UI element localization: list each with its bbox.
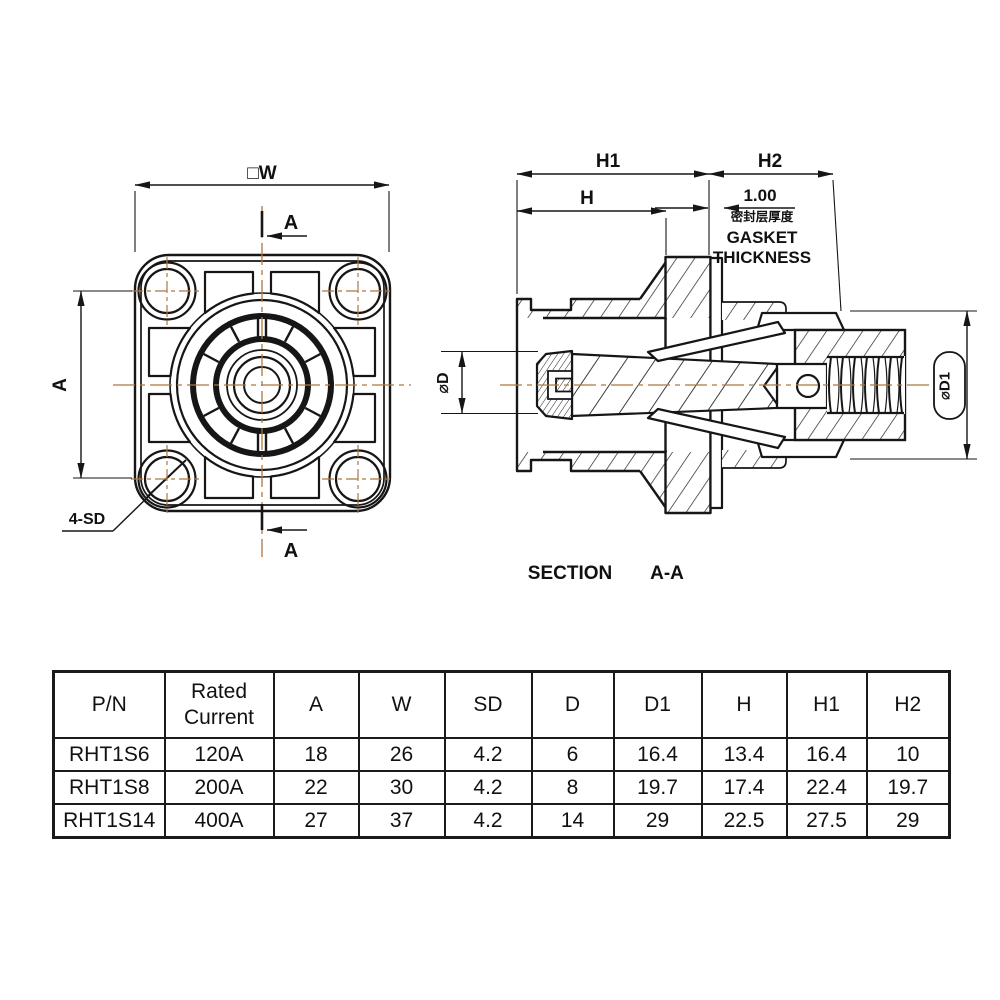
table-cell: 22.4	[785, 770, 868, 805]
table-cell: 37	[357, 803, 446, 839]
collet-finger-top	[646, 320, 787, 363]
table-cell: 6	[530, 737, 615, 772]
spoke-dividers	[203, 319, 321, 451]
table-cell: 8	[530, 770, 615, 805]
table-cell: 4.2	[443, 770, 533, 805]
table-cell: 16.4	[612, 737, 703, 772]
column-header: W	[357, 670, 446, 739]
table-cell: 4.2	[443, 737, 533, 772]
table-cell: 18	[272, 737, 360, 772]
socket-slot	[547, 370, 573, 400]
table-cell: 400A	[163, 803, 275, 839]
section-view	[500, 255, 948, 515]
table-cell: 19.7	[612, 770, 703, 805]
section-caption-ref: A-A	[650, 563, 684, 584]
column-header: D	[530, 670, 615, 739]
column-header: H2	[865, 670, 951, 739]
table-cell: 13.4	[700, 737, 788, 772]
table-cell: 17.4	[700, 770, 788, 805]
column-header: H	[700, 670, 788, 739]
section-view-dimensions: H1 H2 H 1.00 密封层厚度 GASKET THICKNESS ⌀D ⌀…	[435, 151, 977, 584]
dim-a-label: A	[50, 378, 71, 392]
dim-d1-label: ⌀D1	[937, 372, 954, 400]
dim-w-label: □W	[247, 163, 276, 184]
stud-tip	[762, 366, 779, 406]
cut-marker-bottom-label: A	[284, 540, 298, 562]
dim-h1-label: H1	[596, 151, 621, 172]
table-cell: 120A	[163, 737, 275, 772]
table-cell: 27.5	[785, 803, 868, 839]
table-cell: 22.5	[700, 803, 788, 839]
gasket-label-zh: 密封层厚度	[730, 209, 794, 224]
table-cell: 10	[865, 737, 951, 772]
column-header: D1	[612, 670, 703, 739]
column-header: H1	[785, 670, 868, 739]
dim-d1-balloon	[933, 351, 966, 420]
table-cell: 16.4	[785, 737, 868, 772]
section-caption-word: SECTION	[528, 563, 612, 584]
gasket-label-en1: GASKET	[727, 228, 798, 247]
table-cell: 19.7	[865, 770, 951, 805]
table-cell: 14	[530, 803, 615, 839]
dim-h-label: H	[580, 188, 594, 209]
table-cell: 29	[865, 803, 951, 839]
dim-d-label: ⌀D	[435, 372, 452, 393]
table-cell: 4.2	[443, 803, 533, 839]
cross-hole	[795, 373, 821, 399]
holes-callout-label: 4-SD	[69, 511, 105, 528]
dim-h2-label: H2	[758, 151, 782, 172]
column-header: P/N	[52, 670, 166, 739]
front-view-dimensions: □W A A A 4-SD	[50, 163, 390, 562]
column-header: SD	[443, 670, 533, 739]
table-cell: RHT1S6	[52, 737, 166, 772]
table-cell: 22	[272, 770, 360, 805]
gasket-value: 1.00	[743, 186, 776, 205]
gasket-label-en2: THICKNESS	[713, 248, 811, 267]
table-cell: 29	[612, 803, 703, 839]
table-cell: RHT1S14	[52, 803, 166, 839]
cut-marker-top-label: A	[284, 212, 298, 234]
front-centerlines	[113, 206, 411, 557]
table-cell: 26	[357, 737, 446, 772]
collet-finger-bottom	[646, 407, 787, 450]
table-cell: 30	[357, 770, 446, 805]
table-cell: RHT1S8	[52, 770, 166, 805]
front-view	[113, 206, 411, 557]
column-header: Rated Current	[163, 670, 275, 739]
column-header: A	[272, 670, 360, 739]
table-cell: 27	[272, 803, 360, 839]
table-cell: 200A	[163, 770, 275, 805]
